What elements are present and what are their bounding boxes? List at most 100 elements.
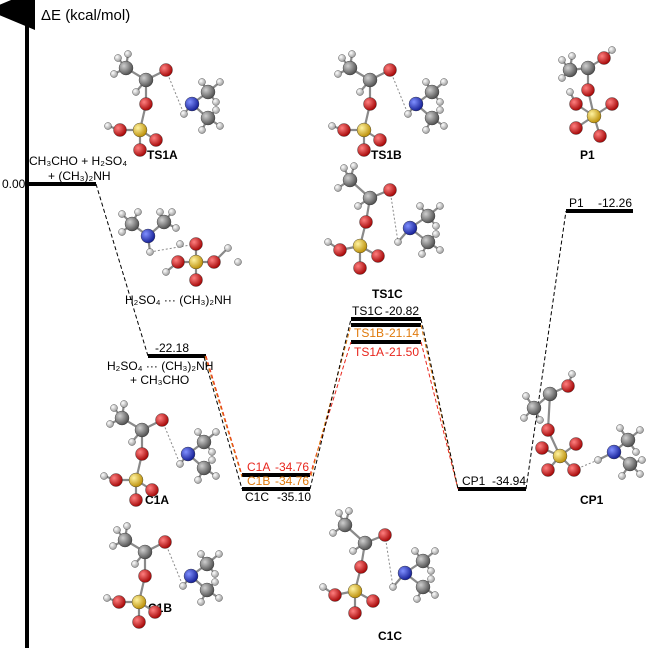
carbon-atom xyxy=(415,553,431,569)
oxygen-atom xyxy=(541,463,555,477)
path-cp1-p1 xyxy=(525,210,567,490)
hydrogen-atom xyxy=(616,424,624,432)
hydrogen-atom xyxy=(194,428,202,436)
oxygen-atom xyxy=(357,143,371,157)
carbon-atom xyxy=(342,172,358,188)
carbon-atom xyxy=(156,214,172,230)
oxygen-atom xyxy=(109,473,123,487)
structure-ts1c xyxy=(324,162,444,275)
struct-name-c1c: C1C xyxy=(378,629,402,643)
reactants-label-line1: CH₃CHO + H₂SO₄ xyxy=(29,154,127,168)
oxygen-atom xyxy=(353,261,367,275)
ts1a-energy: -21.50 xyxy=(385,345,419,359)
struct-name-ts1b: TS1B xyxy=(371,148,402,162)
hydrogen-atom xyxy=(636,426,644,434)
sulfur-atom xyxy=(586,108,602,124)
carbon-atom xyxy=(134,422,150,438)
p1-energy: -12.26 xyxy=(598,196,632,210)
oxygen-atom xyxy=(605,97,619,111)
sulfur-atom xyxy=(188,254,204,270)
cp1-energy: -34.94 xyxy=(492,474,526,488)
hydrogen-atom xyxy=(422,78,430,86)
hydrogen-atom xyxy=(349,547,357,555)
hydrogen-atom xyxy=(212,472,220,480)
structure-p1 xyxy=(558,46,619,143)
hydrogen-atom xyxy=(104,122,112,130)
oxygen-atom xyxy=(593,129,607,143)
path-ts1c-cp1 xyxy=(420,318,459,490)
hydrogen-atom xyxy=(404,110,412,118)
complex-pre-energy: -22.18 xyxy=(155,341,189,355)
hydrogen-atom xyxy=(211,570,219,578)
oxygen-atom xyxy=(139,97,153,111)
carbon-atom xyxy=(562,62,578,78)
hydrogen-atom xyxy=(436,202,444,210)
hydrogen-atom xyxy=(109,542,117,550)
carbon-atom xyxy=(415,579,431,595)
hydrogen-atom xyxy=(522,392,530,400)
ts1b-label: TS1B xyxy=(354,326,384,340)
sulfur-atom xyxy=(128,472,144,488)
oxygen-atom xyxy=(354,560,368,574)
hydrogen-atom xyxy=(427,567,435,575)
hydrogen-atom xyxy=(334,70,342,78)
carbon-atom xyxy=(199,582,215,598)
hydrogen-atom xyxy=(568,370,576,378)
hydrogen-atom xyxy=(162,268,170,276)
hydrogen-atom xyxy=(211,578,219,586)
hydrogen-atom xyxy=(319,583,327,591)
nitrogen-atom xyxy=(408,96,424,112)
oxygen-atom xyxy=(328,588,342,602)
nitrogen-atom xyxy=(402,220,418,236)
oxygen-atom xyxy=(135,447,149,461)
hydrogen-atom xyxy=(329,529,337,537)
hydrogen-atom xyxy=(431,547,439,555)
hydrogen-atom xyxy=(427,575,435,583)
sulfur-atom xyxy=(347,583,363,599)
carbon-atom xyxy=(420,208,436,224)
oxygen-atom xyxy=(371,249,385,263)
hydrogen-atom xyxy=(536,416,544,424)
hydrogen-atom xyxy=(180,110,188,118)
hydrogen-atom xyxy=(212,98,220,106)
hydrogen-atom xyxy=(234,258,242,266)
hydrogen-atom xyxy=(328,122,336,130)
oxygen-atom xyxy=(171,255,185,269)
carbon-atom xyxy=(622,456,638,472)
ts1a-label: TS1A xyxy=(354,345,384,359)
carbon-atom xyxy=(200,110,216,126)
carbon-atom xyxy=(342,60,358,76)
hydrogen-atom xyxy=(197,598,205,606)
oxygen-atom xyxy=(383,183,397,197)
hydrogen-atom xyxy=(440,122,448,130)
path-complex-c1b xyxy=(204,355,243,478)
hydrogen-atom xyxy=(431,591,439,599)
hydrogen-bond xyxy=(161,419,181,465)
oxygen-atom xyxy=(112,595,126,609)
path-c1b-ts1b xyxy=(310,324,352,477)
hydrogen-atom xyxy=(132,88,140,96)
zero-tick-label: 0.00 xyxy=(2,177,26,191)
hydrogen-atom xyxy=(334,184,342,192)
oxygen-atom xyxy=(535,441,549,455)
carbon-atom xyxy=(196,460,212,476)
hydrogen-atom xyxy=(194,476,202,484)
path-complex-c1c xyxy=(203,356,243,490)
oxygen-atom xyxy=(569,121,583,135)
struct-name-ts1a: TS1A xyxy=(147,148,178,162)
oxygen-atom xyxy=(149,133,163,147)
hydrogen-atom xyxy=(638,456,646,464)
hydrogen-atom xyxy=(176,460,184,468)
carbon-atom xyxy=(424,84,440,100)
hydrogen-atom xyxy=(418,250,426,258)
hydrogen-atom xyxy=(146,248,154,256)
hydrogen-atom xyxy=(389,583,397,591)
hydrogen-atom xyxy=(198,78,206,86)
c1a-energy: -34.76 xyxy=(275,460,309,474)
hydrogen-atom xyxy=(394,238,402,246)
oxygen-atom xyxy=(129,493,143,507)
hydrogen-atom xyxy=(436,246,444,254)
oxygen-atom xyxy=(597,51,611,65)
struct-name-cp1: CP1 xyxy=(580,493,604,507)
hydrogen-atom xyxy=(440,78,448,86)
